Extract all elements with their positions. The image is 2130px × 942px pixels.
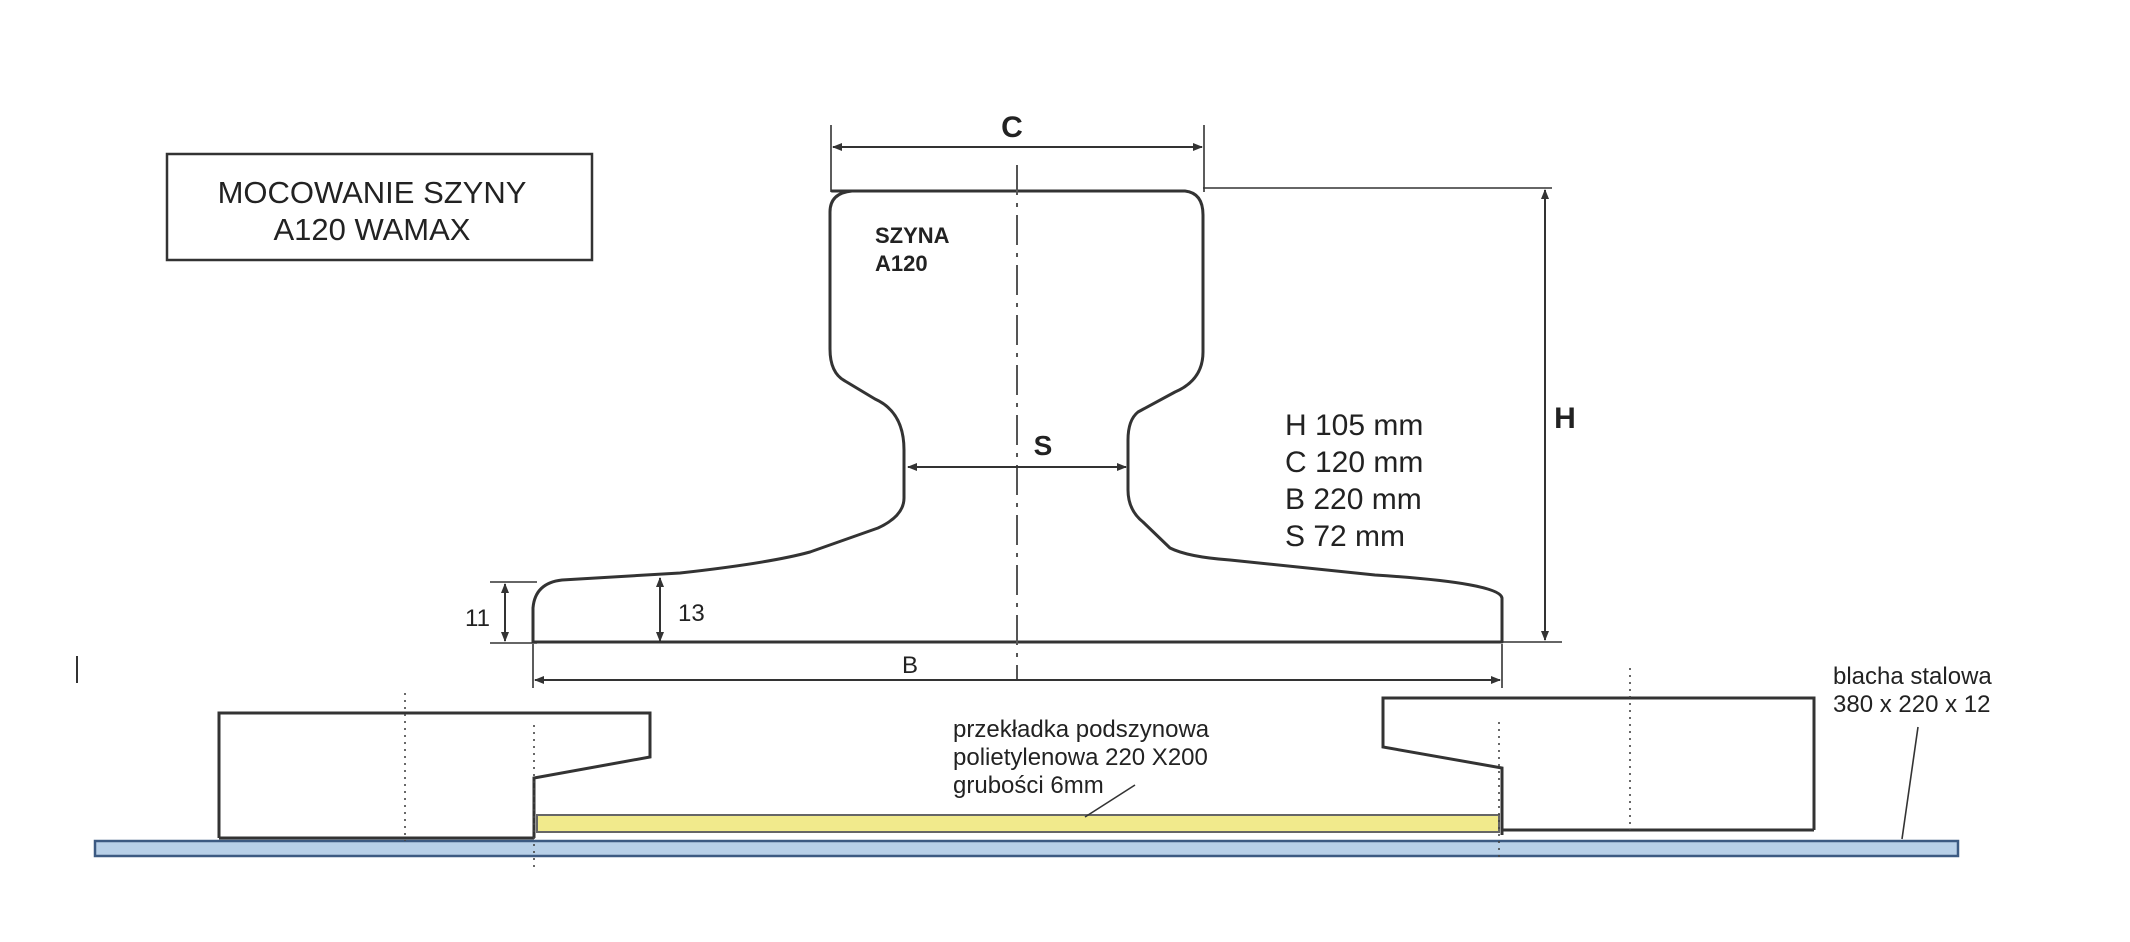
title-box: MOCOWANIE SZYNY A120 WAMAX [165,152,594,262]
right-clamp [1381,696,1816,835]
title-line-1: MOCOWANIE SZYNY [218,175,527,210]
spec-b: B 220 mm [1285,483,1422,516]
title-frame [165,152,594,262]
pad-note: przekładka podszynowa polietylenowa 220 … [953,716,1210,818]
dimension-h: H [1203,187,1576,643]
dimension-11: 11 [465,581,537,644]
spec-c: C 120 mm [1285,446,1423,479]
dimension-s-label: S [1034,430,1053,461]
rail-profile [531,189,1504,644]
rail-name-line-1: SZYNA [875,223,950,248]
steel-plate [93,839,1960,858]
spec-h: H 105 mm [1285,409,1423,442]
pad-note-line-1: przekładka podszynowa [953,716,1210,743]
pad-note-leader [1084,784,1136,818]
plate-note-leader [1901,726,1919,840]
dimension-11-label: 11 [465,605,490,632]
plate-note-line-1: blacha stalowa [1833,663,1992,690]
dimension-s: S [907,430,1127,471]
pad-note-line-3: grubości 6mm [953,772,1104,799]
plate-note-line-2: 380 x 220 x 12 [1833,691,1990,718]
spec-s: S 72 mm [1285,520,1405,553]
plate-note: blacha stalowa 380 x 220 x 12 [1833,663,1992,840]
dimension-b: B [532,644,1503,688]
spec-list: H 105 mm C 120 mm B 220 mm S 72 mm [1285,409,1423,553]
dimension-c-label: C [1001,111,1023,144]
dimension-b-label: B [902,652,918,679]
dimension-c: C [830,111,1205,192]
dimension-13: 13 [656,577,705,642]
dimension-13-label: 13 [678,600,705,627]
rail-name-line-2: A120 [875,251,928,276]
title-line-2: A120 WAMAX [274,212,471,247]
dimension-h-label: H [1554,402,1576,435]
pad-note-line-2: polietylenowa 220 X200 [953,744,1208,771]
rail-pad [536,814,1500,833]
